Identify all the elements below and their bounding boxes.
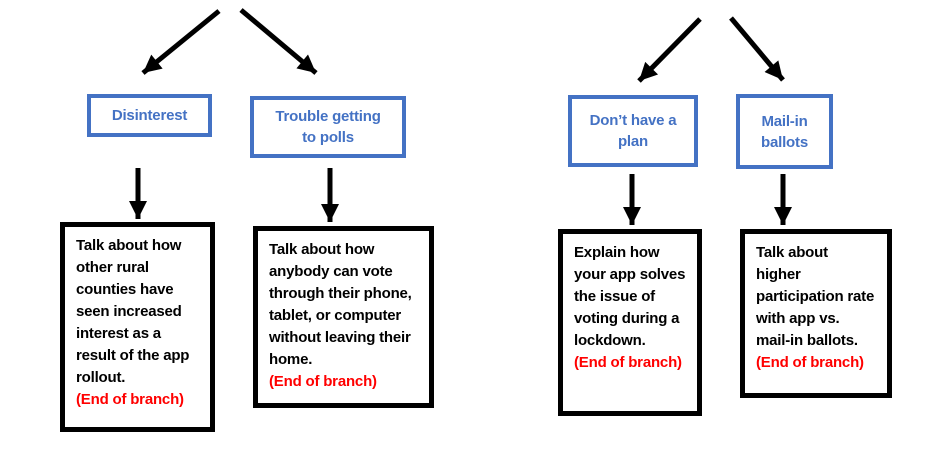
talking-point-text: Talk about higher participation rate wit… [756,244,875,349]
reason-label: Disinterest [111,107,188,124]
end-of-branch-note: (End of branch) [574,354,682,371]
talking-point-box-trouble-getting-to-polls: Talk about how anybody can vote through … [253,226,434,408]
end-of-branch-note: (End of branch) [756,354,864,371]
end-of-branch-note: (End of branch) [269,373,377,390]
talking-point-box-disinterest: Talk about how other rural counties have… [60,222,215,432]
end-of-branch-note: (End of branch) [76,391,184,408]
reason-label: Trouble getting to polls [275,108,381,146]
talking-point-text: Talk about how other rural counties have… [76,237,190,386]
talking-point-text: Talk about how anybody can vote through … [269,241,412,368]
split-arrow-icon-left-2 [239,8,318,75]
talking-point-text: Explain how your app solves the issue of… [574,244,686,349]
reason-label: Mail-in ballots [761,112,808,151]
reason-box-dont-have-a-plan: Don’t have a plan [568,95,698,167]
split-arrow-icon-left-1 [141,9,221,75]
reason-box-disinterest: Disinterest [87,94,212,137]
split-arrow-icon-right-1 [637,17,702,83]
talking-point-box-mail-in-ballots: Talk about higher participation rate wit… [740,229,892,398]
reason-box-trouble-getting-to-polls: Trouble getting to polls [250,96,406,158]
reason-box-mail-in-ballots: Mail-in ballots [736,94,833,169]
reason-label: Don’t have a plan [589,112,677,150]
talking-point-box-dont-have-a-plan: Explain how your app solves the issue of… [558,229,702,416]
split-arrow-icon-right-2 [729,16,785,82]
